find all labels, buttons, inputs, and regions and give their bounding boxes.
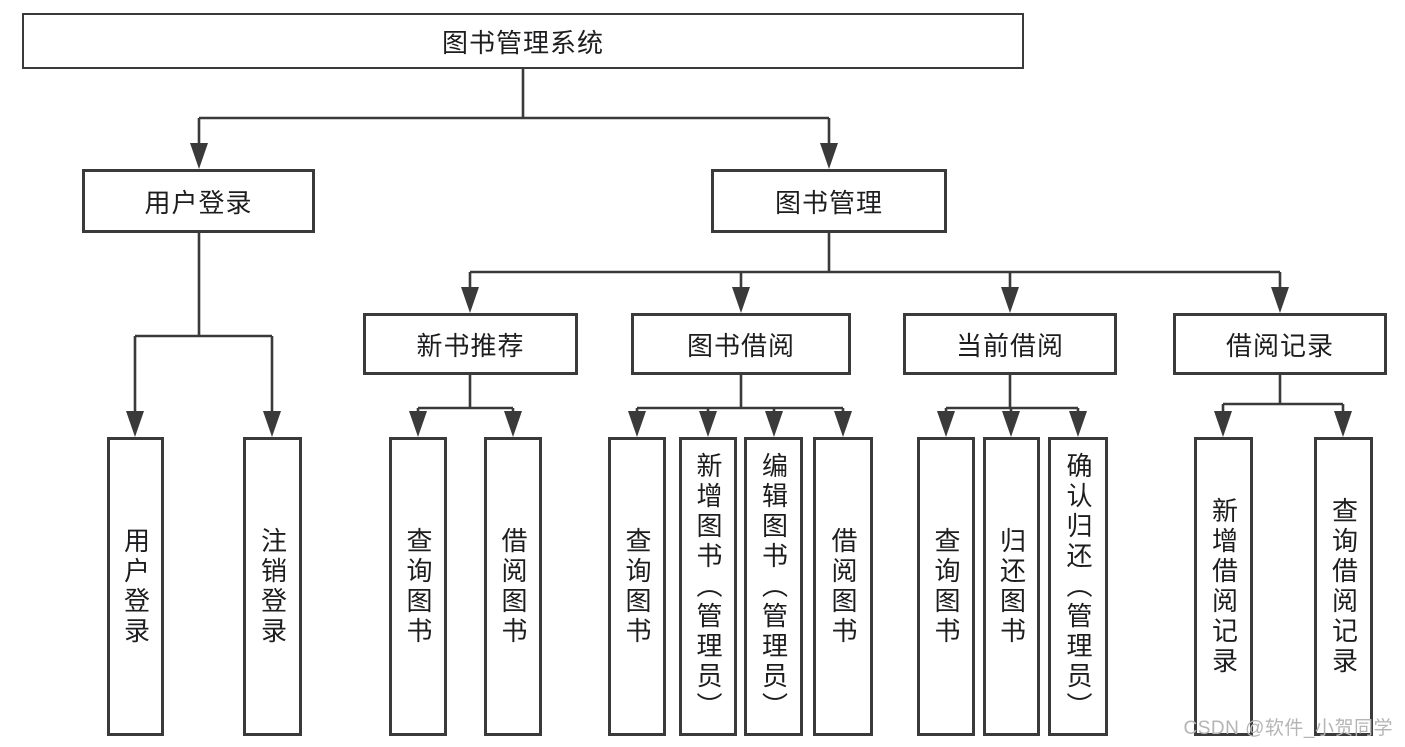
leaf-add-book-admin: 新增图书（管理员） <box>679 437 737 736</box>
leaf-query-borrow-record: 查询借阅记录 <box>1314 437 1373 736</box>
leaf-edit-book-admin: 编辑图书（管理员） <box>744 437 803 736</box>
leaf-borrow-books-recommend: 借阅图书 <box>484 437 542 736</box>
arrowheads <box>126 143 1352 437</box>
leaf-label: 查询图书 <box>403 526 433 647</box>
node-label: 图书管理 <box>774 187 883 218</box>
leaf-return-book: 归还图书 <box>983 437 1040 736</box>
leaf-logout: 注销登录 <box>243 437 302 736</box>
leaf-label: 查询图书 <box>931 526 961 647</box>
node-borrow-records: 借阅记录 <box>1173 313 1387 375</box>
node-label: 当前借阅 <box>955 330 1064 361</box>
leaf-label: 查询借阅记录 <box>1328 496 1359 677</box>
node-label: 新书推荐 <box>416 330 525 361</box>
leaf-label: 借阅图书 <box>828 526 858 647</box>
node-new-book-recommend: 新书推荐 <box>363 313 578 375</box>
node-current-borrow: 当前借阅 <box>903 313 1117 375</box>
node-library-system-root: 图书管理系统 <box>22 13 1024 69</box>
leaf-query-books-current: 查询图书 <box>917 437 975 736</box>
leaf-label: 归还图书 <box>996 526 1027 647</box>
node-label: 借阅记录 <box>1225 330 1334 361</box>
leaf-label: 借阅图书 <box>498 526 528 647</box>
leaf-label: 编辑图书（管理员） <box>758 451 789 722</box>
leaf-user-login: 用户登录 <box>107 437 164 736</box>
node-label: 图书借阅 <box>686 330 795 361</box>
csdn-watermark: CSDN @软件_小贺同学 <box>1183 718 1393 739</box>
node-book-management: 图书管理 <box>711 169 947 233</box>
leaf-label: 用户登录 <box>120 526 151 647</box>
leaf-label: 确认归还（管理员） <box>1063 451 1093 722</box>
leaf-label: 查询图书 <box>622 526 652 647</box>
leaf-label: 新增借阅记录 <box>1208 496 1239 677</box>
node-user-login: 用户登录 <box>82 169 315 233</box>
leaf-add-borrow-record: 新增借阅记录 <box>1194 437 1253 736</box>
leaf-query-books-borrow: 查询图书 <box>608 437 666 736</box>
node-label: 用户登录 <box>144 187 253 218</box>
leaf-borrow-books: 借阅图书 <box>813 437 873 736</box>
leaf-query-books-recommend: 查询图书 <box>389 437 447 736</box>
leaf-label: 新增图书（管理员） <box>693 451 723 722</box>
leaf-label: 注销登录 <box>257 526 288 647</box>
node-book-borrow: 图书借阅 <box>631 313 851 375</box>
node-label: 图书管理系统 <box>441 27 604 58</box>
leaf-confirm-return-admin: 确认归还（管理员） <box>1048 437 1108 736</box>
